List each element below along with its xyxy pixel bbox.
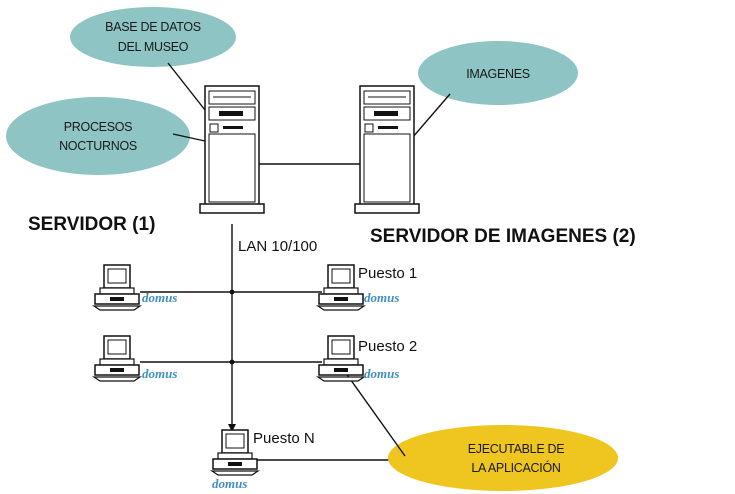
- bubble-base-datos-line1: BASE DE DATOS: [105, 20, 201, 34]
- bubble-ejecutable: [388, 425, 618, 491]
- domus-logo: domus: [364, 366, 399, 381]
- junction-dot: [229, 359, 235, 365]
- workstation-left-2: [93, 335, 141, 382]
- junction-dot: [229, 289, 235, 295]
- workstation-left-1: [93, 264, 141, 311]
- bubble-procesos: [6, 97, 190, 175]
- label-puesto-1: Puesto 1: [358, 265, 417, 282]
- bubble-base-datos: [70, 7, 236, 67]
- domus-logo: domus: [142, 366, 177, 381]
- arrowhead-down-icon: [228, 424, 236, 432]
- domus-logo: domus: [212, 476, 247, 491]
- pointer-ejecutable: [342, 368, 406, 457]
- server-2-tower: [354, 85, 420, 214]
- workstation-puesto-n: [211, 429, 259, 476]
- domus-logo: domus: [364, 290, 399, 305]
- bubble-imagenes-line1: IMAGENES: [466, 67, 530, 81]
- bubble-base-datos-line2: DEL MUSEO: [118, 40, 189, 54]
- server-1-tower: [199, 85, 265, 214]
- bubble-ejecutable-line2: LA APLICACIÓN: [471, 460, 560, 475]
- domus-logo: domus: [142, 290, 177, 305]
- bubble-procesos-line1: PROCESOS: [64, 120, 132, 134]
- label-puesto-n: Puesto N: [253, 430, 315, 447]
- label-lan: LAN 10/100: [238, 238, 317, 255]
- bubble-procesos-line2: NOCTURNOS: [59, 139, 137, 153]
- label-puesto-2: Puesto 2: [358, 338, 417, 355]
- label-servidor: SERVIDOR (1): [28, 214, 155, 235]
- label-servidor-imagenes: SERVIDOR DE IMAGENES (2): [370, 226, 636, 247]
- bubble-imagenes: [418, 41, 578, 105]
- bubble-ejecutable-line1: EJECUTABLE DE: [468, 442, 565, 456]
